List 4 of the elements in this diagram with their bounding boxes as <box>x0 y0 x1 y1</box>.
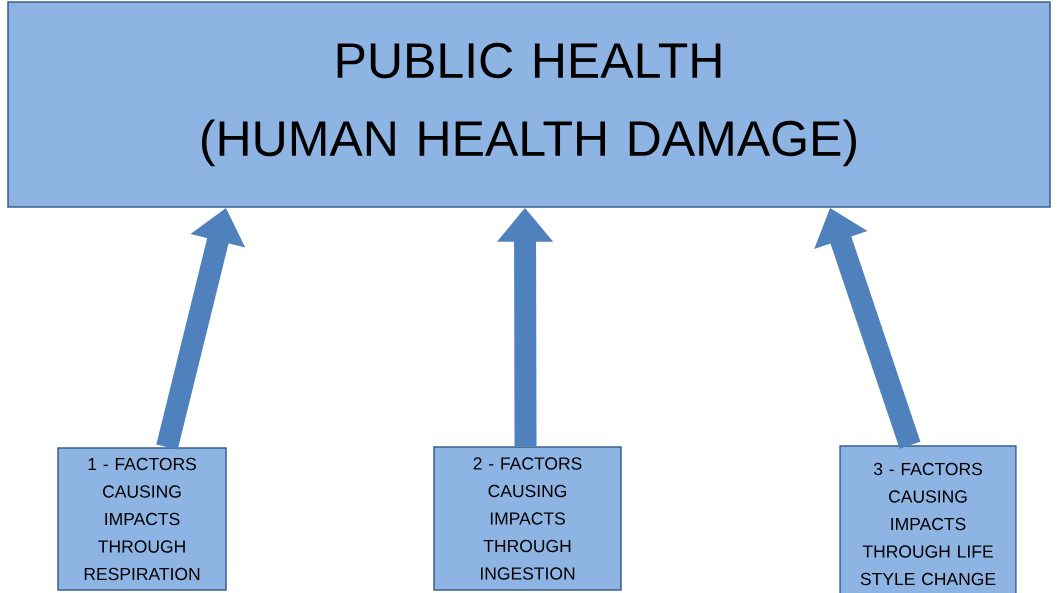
title-box: PUBLIC HEALTH (HUMAN HEALTH DAMAGE) <box>7 1 1051 208</box>
factor-box: 2 - FACTORS CAUSING IMPACTS THROUGH INGESTION <box>433 446 622 591</box>
factor-box: 1 - FACTORS CAUSING IMPACTS THROUGH RESPIRATION <box>57 447 227 591</box>
factor-box: 3 - FACTORS CAUSING IMPACTS THROUGH LIFE STYLE CHANGE <box>839 445 1017 593</box>
